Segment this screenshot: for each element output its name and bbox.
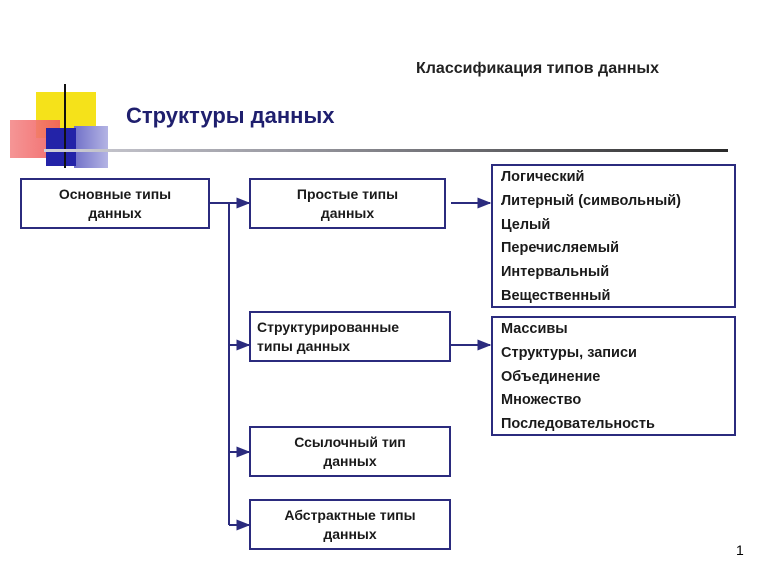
structured-types-list: Массивы Структуры, записи Объединение Мн… (491, 316, 736, 436)
list-item: Логический (501, 169, 585, 185)
list-item: Последовательность (501, 416, 655, 433)
slide-subtitle: Классификация типов данных (416, 60, 659, 77)
list-item: Перечисляемый (501, 240, 620, 257)
list-item: Интервальный (501, 264, 610, 281)
category-box-reference-type: Ссылочный тип данных (249, 426, 451, 477)
title-underline (44, 149, 728, 152)
category-box-simple-types: Простые типы данных (249, 178, 446, 229)
list-item: Структуры, записи (501, 344, 637, 361)
root-box-basic-types: Основные типы данных (20, 178, 210, 229)
list-item: Вещественный (501, 287, 611, 304)
logo-vertical-line (64, 84, 66, 168)
logo-lavender-square (74, 126, 108, 168)
category-box-abstract-types: Абстрактные типы данных (249, 499, 451, 550)
list-item: Объединение (501, 368, 601, 385)
list-item: Литерный (символьный) (501, 192, 681, 209)
logo-blue-square (46, 128, 76, 166)
list-item: Массивы (501, 321, 568, 337)
list-item: Целый (501, 216, 551, 233)
simple-types-list: Логический Литерный (символьный) Целый П… (491, 164, 736, 308)
slide-title: Структуры данных (126, 103, 335, 128)
list-item: Множество (501, 392, 582, 409)
page-number: 1 (736, 542, 744, 558)
decorative-logo (0, 0, 120, 180)
category-box-structured-types: Структурированные типы данных (249, 311, 451, 362)
